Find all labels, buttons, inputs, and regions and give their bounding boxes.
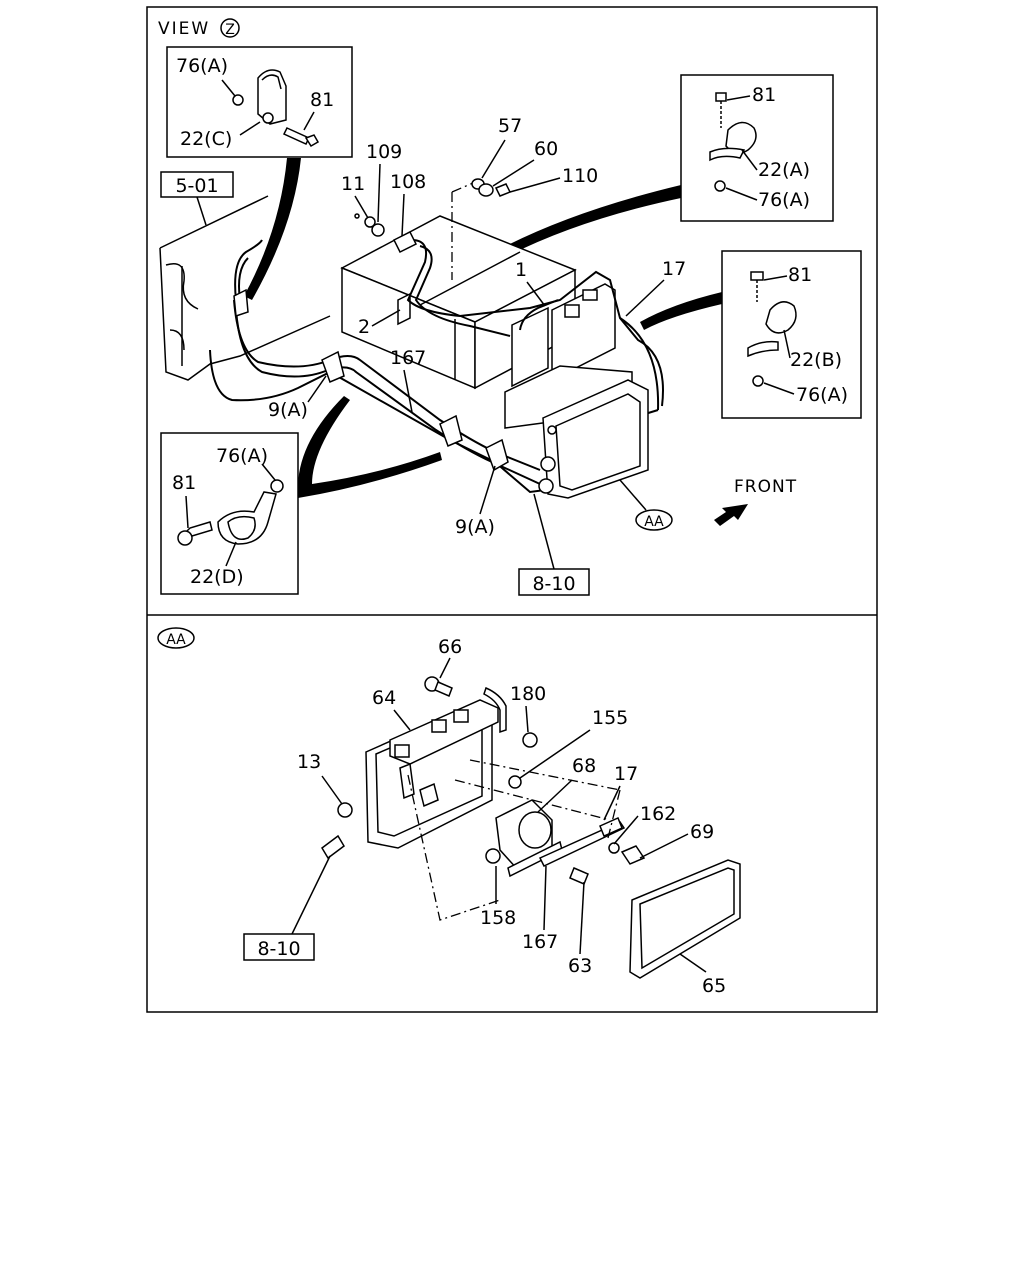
inset-c-label-76a: 76(A) xyxy=(176,55,228,77)
ref-box-8-10-bottom xyxy=(243,933,315,961)
pointer-wedge-c xyxy=(244,158,301,300)
inset-b-label-81: 81 xyxy=(788,264,812,286)
callout-167-bottom: 167 xyxy=(522,931,558,953)
inset-c-label-22c: 22(C) xyxy=(180,128,232,150)
callout-17: 17 xyxy=(662,258,686,280)
callout-180: 180 xyxy=(510,683,546,705)
callout-1: 1 xyxy=(515,259,527,281)
ref-box-5-01 xyxy=(160,171,234,198)
ref-box-8-10-top xyxy=(518,568,590,596)
callout-155: 155 xyxy=(592,707,628,729)
callout-66: 66 xyxy=(438,636,462,658)
hardware-bottom xyxy=(321,676,589,885)
cable-harness xyxy=(209,239,664,494)
aa-marker-bottom-oval xyxy=(157,627,195,649)
front-label: FRONT xyxy=(734,477,797,497)
relay-assembly xyxy=(495,799,646,878)
callout-65: 65 xyxy=(702,975,726,997)
callout-11: 11 xyxy=(341,173,365,195)
callout-57: 57 xyxy=(498,115,522,137)
callout-68: 68 xyxy=(572,755,596,777)
inset-clip-c: 76(A) 81 22(C) xyxy=(166,46,353,158)
callout-110: 110 xyxy=(562,165,598,187)
inset-b-label-76a: 76(A) xyxy=(796,384,848,406)
inset-clip-a: 81 22(A) 76(A) xyxy=(680,74,834,222)
top-panel: VIEW Z 76(A) 81 22(C) 81 xyxy=(158,18,862,596)
bottom-panel: AA xyxy=(157,627,741,997)
aa-marker-top: AA xyxy=(644,514,664,530)
callout-162: 162 xyxy=(640,803,676,825)
callout-158: 158 xyxy=(480,907,516,929)
inset-c-label-81: 81 xyxy=(310,89,334,111)
hardware-top xyxy=(354,178,512,254)
frame-rail xyxy=(159,195,331,381)
inset-a-label-22a: 22(A) xyxy=(758,159,810,181)
callout-13: 13 xyxy=(297,751,321,773)
inset-a-label-76a: 76(A) xyxy=(758,189,810,211)
cover-plate xyxy=(629,859,741,979)
callout-17-bottom: 17 xyxy=(614,763,638,785)
ref-8-10-top: 8-10 xyxy=(532,573,575,595)
inset-clip-d: 76(A) 81 22(D) xyxy=(160,432,299,595)
callout-167: 167 xyxy=(390,347,426,369)
callout-64: 64 xyxy=(372,687,396,709)
pointer-wedge-b xyxy=(640,292,722,330)
callout-109: 109 xyxy=(366,141,402,163)
inset-d-label-76a: 76(A) xyxy=(216,445,268,467)
view-label: VIEW xyxy=(158,19,210,39)
front-arrow-icon xyxy=(714,504,748,526)
view-letter-circle xyxy=(220,18,240,38)
diagram-frame xyxy=(146,6,878,1013)
callout-69: 69 xyxy=(690,821,714,843)
battery-assembly xyxy=(340,215,633,429)
callout-2: 2 xyxy=(358,316,370,338)
callout-9a-bottom: 9(A) xyxy=(455,516,495,538)
control-box xyxy=(538,379,649,499)
callout-63: 63 xyxy=(568,955,592,977)
callout-108: 108 xyxy=(390,171,426,193)
ref-5-01: 5-01 xyxy=(175,175,218,197)
ref-8-10-bottom: 8-10 xyxy=(257,938,300,960)
aa-marker-top-oval xyxy=(635,509,673,531)
guide-dashes-bottom xyxy=(407,759,621,921)
aa-marker-bottom: AA xyxy=(166,632,186,648)
view-letter: Z xyxy=(225,22,235,38)
callout-60: 60 xyxy=(534,138,558,160)
inset-b-label-22b: 22(B) xyxy=(790,349,842,371)
inset-d-label-81: 81 xyxy=(172,472,196,494)
pointer-wedge-d xyxy=(298,396,442,498)
inset-clip-b: 81 22(B) 76(A) xyxy=(721,250,862,419)
inset-d-label-22d: 22(D) xyxy=(190,566,244,588)
base-plate xyxy=(365,686,507,849)
inset-a-label-81: 81 xyxy=(752,84,776,106)
pointer-wedge-a xyxy=(426,185,681,305)
callout-9a-left: 9(A) xyxy=(268,399,308,421)
